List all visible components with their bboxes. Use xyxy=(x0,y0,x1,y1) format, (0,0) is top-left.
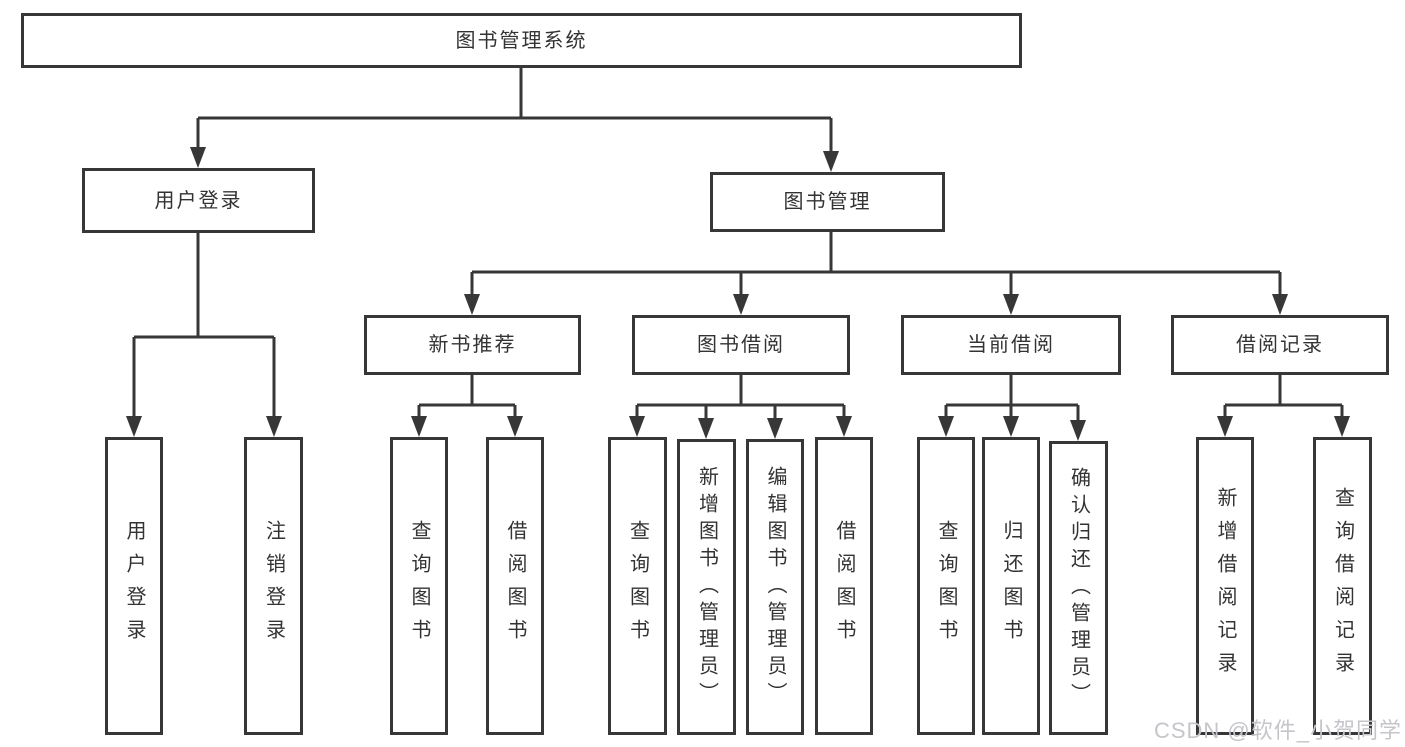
connector-user-login-split xyxy=(132,233,276,419)
leaf-add-books-admin-label: 新增图书（管理员） xyxy=(695,465,718,709)
leaf-query-borrow-record: 查询借阅记录 xyxy=(1313,437,1372,735)
leaf-borrow-books-borrowing: 借阅图书 xyxy=(815,437,873,735)
leaf-add-borrow-record: 新增借阅记录 xyxy=(1196,437,1254,735)
leaf-borrow-books-newbooks-label: 借阅图书 xyxy=(504,520,526,652)
node-borrowing-label: 图书借阅 xyxy=(697,334,785,356)
connector-new-books-split xyxy=(417,375,517,419)
connector-borrowing-split xyxy=(635,375,846,421)
leaf-user-login: 用户登录 xyxy=(105,437,163,735)
connector-records-split xyxy=(1223,375,1344,419)
leaf-query-books-borrowing: 查询图书 xyxy=(608,437,667,735)
leaf-edit-books-admin-label: 编辑图书（管理员） xyxy=(764,465,786,709)
node-borrow-records: 借阅记录 xyxy=(1171,315,1389,375)
node-root-label: 图书管理系统 xyxy=(455,29,588,52)
node-new-books-label: 新书推荐 xyxy=(428,334,517,356)
node-book-mgmt: 图书管理 xyxy=(710,172,945,232)
leaf-confirm-return-admin-label: 确认归还（管理员） xyxy=(1067,466,1090,710)
node-book-mgmt-label: 图书管理 xyxy=(783,191,872,213)
node-new-books: 新书推荐 xyxy=(364,315,581,375)
leaf-edit-books-admin: 编辑图书（管理员） xyxy=(746,439,804,735)
leaf-logout-label: 注销登录 xyxy=(262,520,285,652)
leaf-add-books-admin: 新增图书（管理员） xyxy=(677,439,736,735)
node-borrow-records-label: 借阅记录 xyxy=(1236,334,1324,356)
connector-book-mgmt-split xyxy=(470,232,1282,297)
leaf-query-books-current: 查询图书 xyxy=(917,437,975,735)
node-current-borrow: 当前借阅 xyxy=(901,315,1121,375)
leaf-add-borrow-record-label: 新增借阅记录 xyxy=(1214,487,1236,685)
leaf-return-books-label: 归还图书 xyxy=(1000,520,1022,652)
leaf-query-borrow-record-label: 查询借阅记录 xyxy=(1331,487,1354,685)
leaf-confirm-return-admin: 确认归还（管理员） xyxy=(1049,441,1108,735)
leaf-borrow-books-newbooks: 借阅图书 xyxy=(486,437,544,735)
node-root: 图书管理系统 xyxy=(21,13,1022,68)
leaf-borrow-books-borrowing-label: 借阅图书 xyxy=(833,520,855,652)
leaf-user-login-label: 用户登录 xyxy=(123,520,145,652)
node-user-login: 用户登录 xyxy=(82,168,315,233)
connector-root-split xyxy=(196,68,833,154)
leaf-query-books-borrowing-label: 查询图书 xyxy=(626,520,649,652)
leaf-query-books-newbooks-label: 查询图书 xyxy=(408,520,430,652)
node-borrowing: 图书借阅 xyxy=(632,315,850,375)
leaf-logout: 注销登录 xyxy=(244,437,303,735)
leaf-query-books-current-label: 查询图书 xyxy=(935,520,957,652)
arrowheads xyxy=(126,147,1350,441)
leaf-query-books-newbooks: 查询图书 xyxy=(390,437,448,735)
leaf-return-books: 归还图书 xyxy=(982,437,1040,735)
node-user-login-label: 用户登录 xyxy=(154,189,243,212)
node-current-borrow-label: 当前借阅 xyxy=(967,334,1055,356)
connector-current-split xyxy=(944,375,1080,423)
